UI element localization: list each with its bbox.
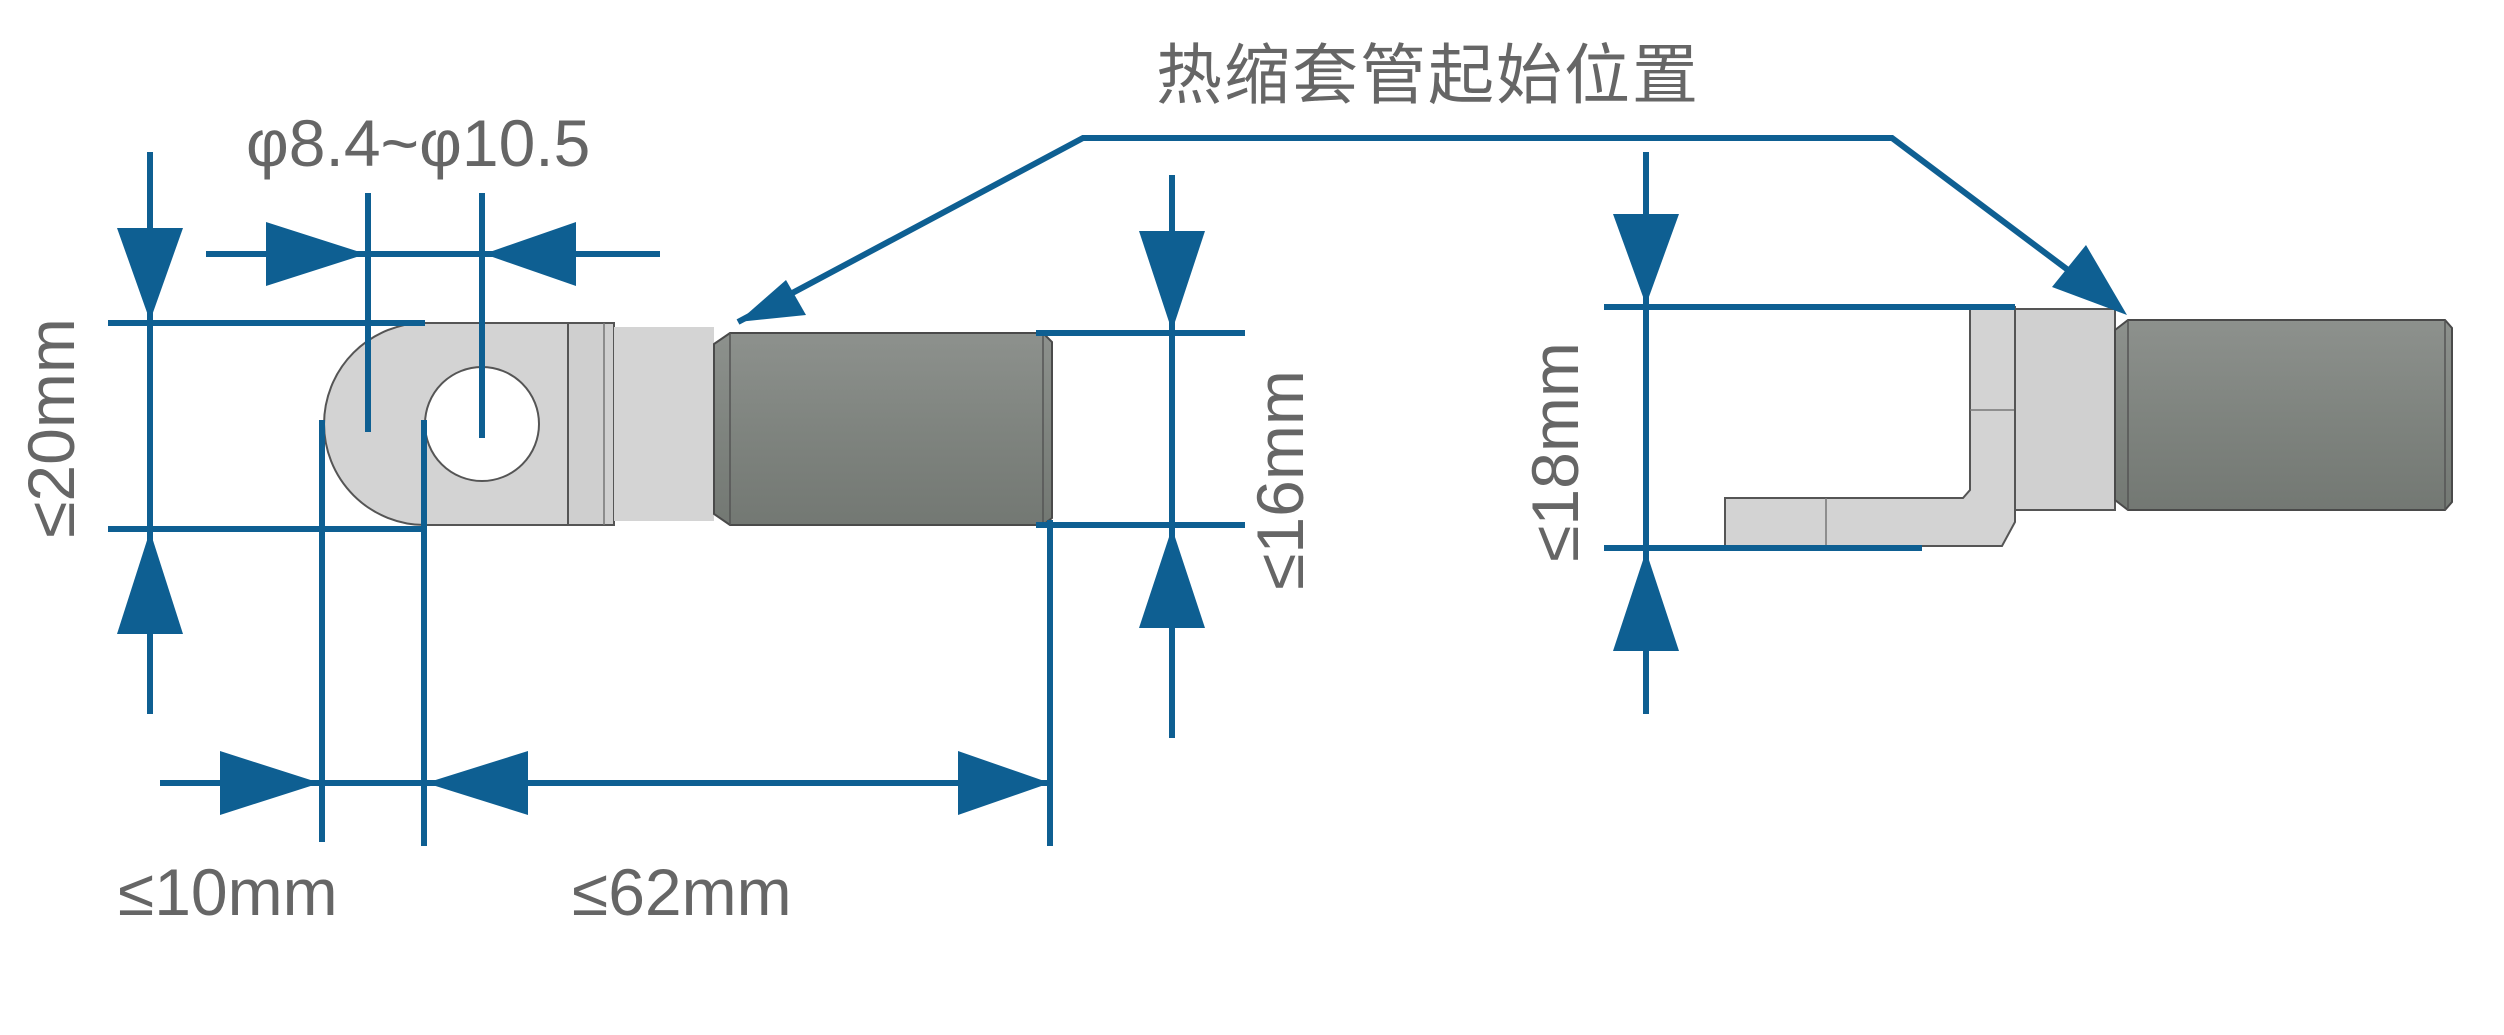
ring-terminal-top-view bbox=[323, 322, 1053, 526]
leader-line bbox=[736, 135, 2110, 325]
arrowhead bbox=[1139, 528, 1205, 628]
arrowhead bbox=[117, 228, 183, 321]
ring-tongue bbox=[323, 322, 569, 526]
terminal-barrel bbox=[567, 322, 615, 526]
offset-bottom-label: ≤10mm bbox=[118, 855, 338, 929]
heat-shrink-sleeve-right bbox=[2114, 319, 2453, 511]
arrowhead bbox=[1613, 214, 1679, 305]
arrowhead bbox=[117, 531, 183, 634]
exposed-crimp-section bbox=[614, 327, 714, 521]
arrowhead bbox=[1613, 551, 1679, 651]
arrowhead bbox=[1139, 231, 1205, 331]
heat-shrink-start-title: 热缩套管起始位置 bbox=[1156, 38, 1700, 112]
arrowhead bbox=[2052, 245, 2127, 315]
bent-tongue bbox=[1724, 306, 2016, 547]
hole-diameter-label: φ8.4~φ10.5 bbox=[246, 106, 590, 180]
arrowhead bbox=[426, 751, 528, 815]
width-left-label: ≤20mm bbox=[14, 318, 88, 538]
angled-terminal-side-view bbox=[1724, 306, 2453, 547]
sleeve-diameter-label: ≤16mm bbox=[1243, 370, 1317, 590]
terminal-barrel-right bbox=[2014, 308, 2116, 511]
arrowhead bbox=[220, 751, 320, 815]
heat-shrink-sleeve-left bbox=[713, 332, 1053, 526]
length-bottom-label: ≤62mm bbox=[572, 855, 792, 929]
arrowhead bbox=[958, 751, 1050, 815]
arrowhead bbox=[738, 280, 806, 322]
width-right-label: ≤18mm bbox=[1518, 342, 1592, 562]
arrowhead bbox=[484, 222, 576, 286]
arrowheads bbox=[117, 214, 2127, 815]
arrowhead bbox=[266, 222, 366, 286]
